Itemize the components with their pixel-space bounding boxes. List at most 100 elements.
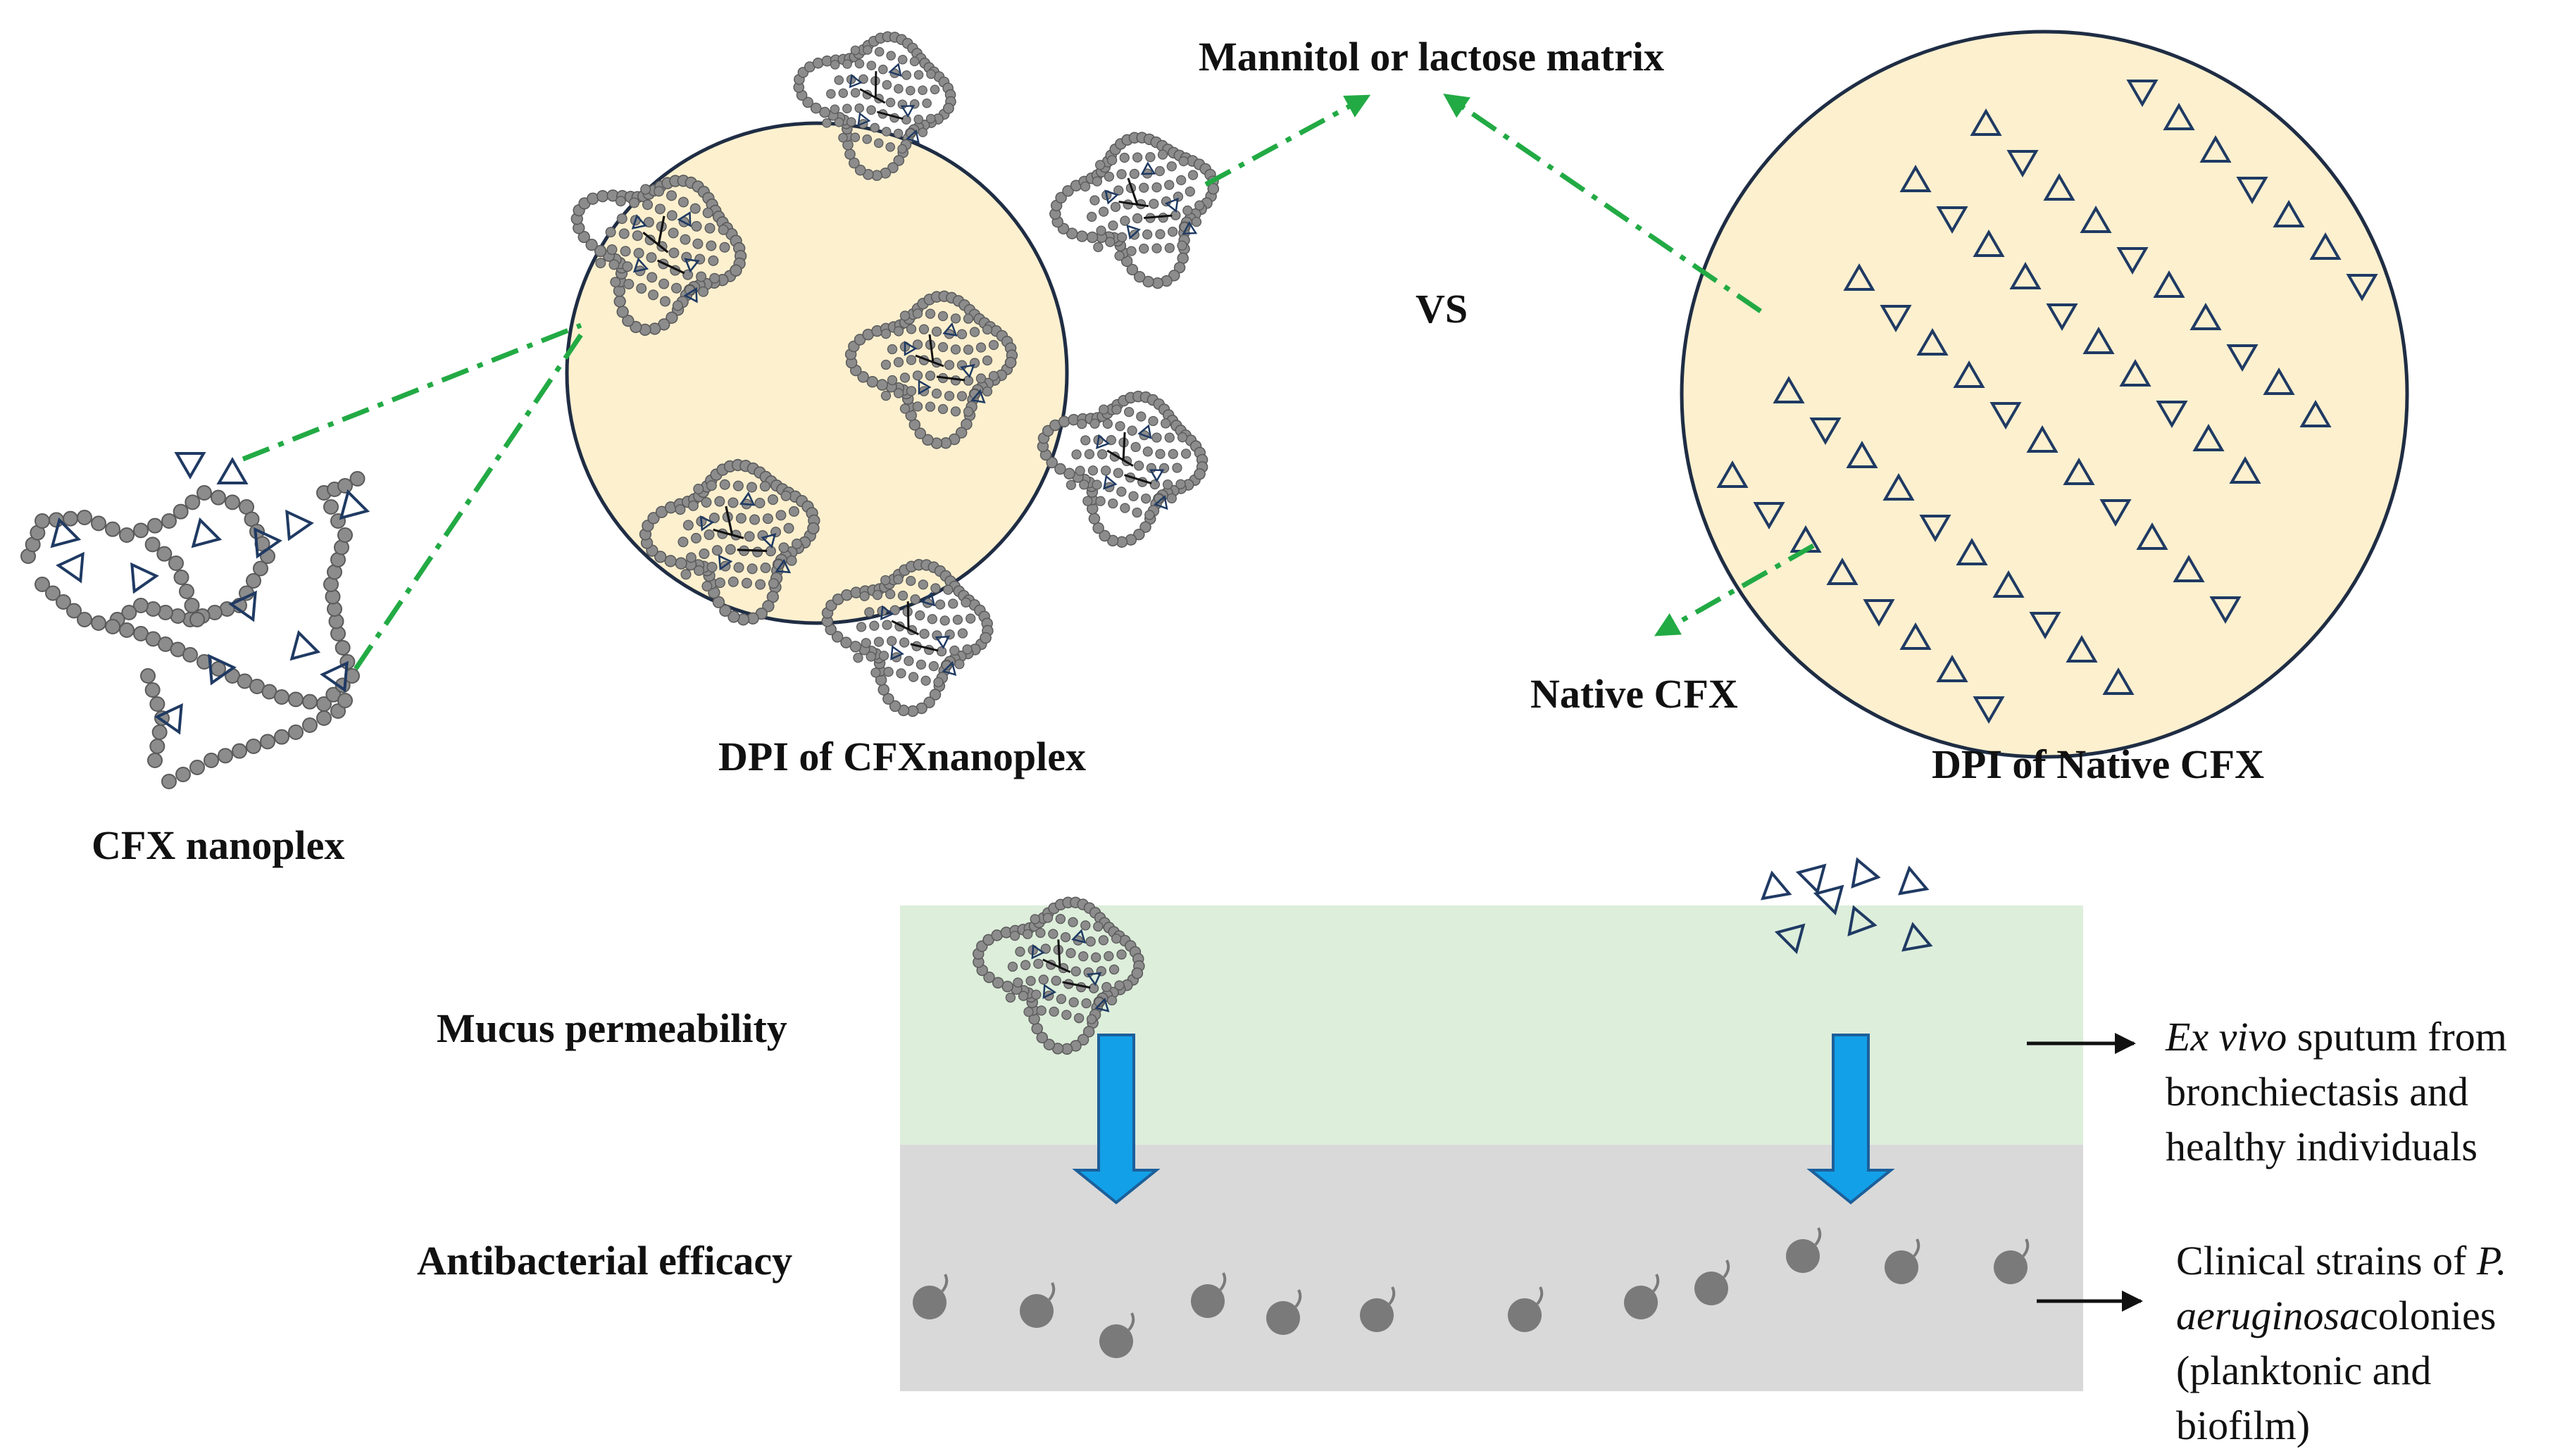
polymer-bead xyxy=(1043,1038,1056,1050)
polymer-bead xyxy=(288,691,304,708)
bound-cfx-triangle xyxy=(1086,972,1102,986)
polymer-bead xyxy=(1120,503,1130,513)
bound-cfx-triangle xyxy=(942,661,957,676)
polymer-bead xyxy=(915,610,925,621)
polymer-bead xyxy=(1084,448,1095,460)
polymer-bead xyxy=(633,248,644,259)
polymer-bead xyxy=(714,496,725,507)
polymer-bead xyxy=(616,306,629,318)
polymer-bead xyxy=(147,753,163,768)
drug-strand xyxy=(713,528,744,539)
polymer-bead xyxy=(866,376,879,388)
polymer-bead xyxy=(1089,195,1100,206)
polymer-bead xyxy=(144,536,161,553)
polymer-bead xyxy=(1149,199,1159,209)
polymer-bead xyxy=(246,739,261,754)
polymer-bead xyxy=(730,264,742,277)
cfx-molecule-triangle xyxy=(50,517,82,548)
polymer-bead xyxy=(923,696,935,708)
polymer-bead xyxy=(1049,419,1061,432)
polymer-bead xyxy=(957,628,968,639)
polymer-bead xyxy=(858,74,868,84)
bacterium-colony xyxy=(1508,1286,1544,1332)
polymer-bead xyxy=(780,490,792,501)
polymer-bead xyxy=(1056,993,1067,1005)
polymer-bead xyxy=(690,532,701,544)
bound-cfx-triangle xyxy=(1071,929,1087,944)
arrow-to-matrix-left xyxy=(1204,94,1371,187)
bacterium-flagellum xyxy=(2022,1238,2030,1257)
cfx-molecule-triangle xyxy=(320,660,349,693)
polymer-bead xyxy=(863,45,873,55)
bacterium-flagellum xyxy=(1814,1227,1822,1246)
polymer-bead xyxy=(786,555,797,566)
polymer-bead xyxy=(913,70,924,80)
native-cfx-triangle xyxy=(2009,262,2042,289)
polymer-bead xyxy=(937,341,949,353)
antibacterial-efficacy-label: Antibacterial efficacy xyxy=(417,1238,792,1284)
polymer-bead xyxy=(1177,432,1188,443)
polymer-bead xyxy=(685,552,696,563)
bound-cfx-triangle xyxy=(684,258,700,273)
native-cfx-triangle xyxy=(2156,401,2188,428)
bound-cfx-triangle xyxy=(1149,469,1165,483)
polymer-bead xyxy=(1020,960,1031,970)
polymer-bead xyxy=(1139,182,1149,193)
native-cfx-triangle xyxy=(1774,923,1806,955)
polymer-bead xyxy=(1104,171,1115,182)
sputum-note-line3: healthy individuals xyxy=(2166,1124,2478,1169)
polymer-bead xyxy=(161,774,177,789)
polymer-bead xyxy=(937,310,949,322)
polymer-bead xyxy=(668,227,679,239)
polymer-bead xyxy=(1115,421,1125,432)
polymer-bead xyxy=(1139,243,1149,254)
native-cfx-triangle xyxy=(1970,108,2002,136)
bacterium-colony xyxy=(1191,1272,1227,1318)
polymer-bead xyxy=(1031,989,1042,1000)
polymer-bead xyxy=(925,370,936,381)
polymer-bead xyxy=(587,192,599,205)
bacterium-flagellum xyxy=(1913,1238,1920,1257)
cfx-molecule-triangle xyxy=(285,509,314,541)
native-cfx-triangle xyxy=(1916,328,1949,356)
polymer-bead xyxy=(1081,998,1092,1009)
bacterium-colony xyxy=(1994,1238,2030,1284)
polymer-bead xyxy=(274,689,289,705)
polymer-bead xyxy=(182,647,198,663)
polymer-bead xyxy=(909,99,920,109)
polymer-bead xyxy=(899,403,911,414)
polymer-bead xyxy=(1066,227,1078,239)
bound-cfx-triangle xyxy=(888,63,902,77)
polymer-bead xyxy=(904,655,914,666)
polymer-bead xyxy=(918,85,927,95)
polymer-bead xyxy=(1049,1006,1059,1017)
polymer-bead xyxy=(1105,237,1116,247)
drug-strand xyxy=(906,601,910,630)
polymer-bead xyxy=(670,282,682,294)
polymer-bead xyxy=(149,696,165,712)
polymer-bead xyxy=(1168,448,1178,459)
polymer-bead xyxy=(918,127,928,137)
polymer-bead xyxy=(606,244,618,256)
cfx-molecule-triangle xyxy=(228,590,257,622)
polymer-bead xyxy=(1151,243,1162,253)
polymer-bead xyxy=(931,388,942,399)
polymer-bead xyxy=(830,60,840,70)
polymer-bead xyxy=(1133,270,1146,283)
polymer-bead xyxy=(988,370,999,382)
polymer-bead xyxy=(691,220,702,232)
polymer-bead xyxy=(677,196,689,208)
native-cfx-triangle xyxy=(2043,173,2075,201)
polymer-bead xyxy=(1194,200,1205,211)
polymer-bead xyxy=(1106,155,1118,165)
polymer-bead xyxy=(1082,496,1093,506)
cfx-molecule-triangle xyxy=(254,527,282,559)
polymer-bead xyxy=(1155,448,1166,459)
drug-strand xyxy=(1127,177,1139,206)
drug-strand xyxy=(1106,449,1134,467)
polymer-bead xyxy=(1101,981,1112,993)
bacterium-flagellum xyxy=(1219,1272,1227,1291)
polymer-bead xyxy=(1040,943,1051,954)
polymer-bead xyxy=(1108,220,1118,231)
native-cfx-triangle xyxy=(2226,344,2259,372)
